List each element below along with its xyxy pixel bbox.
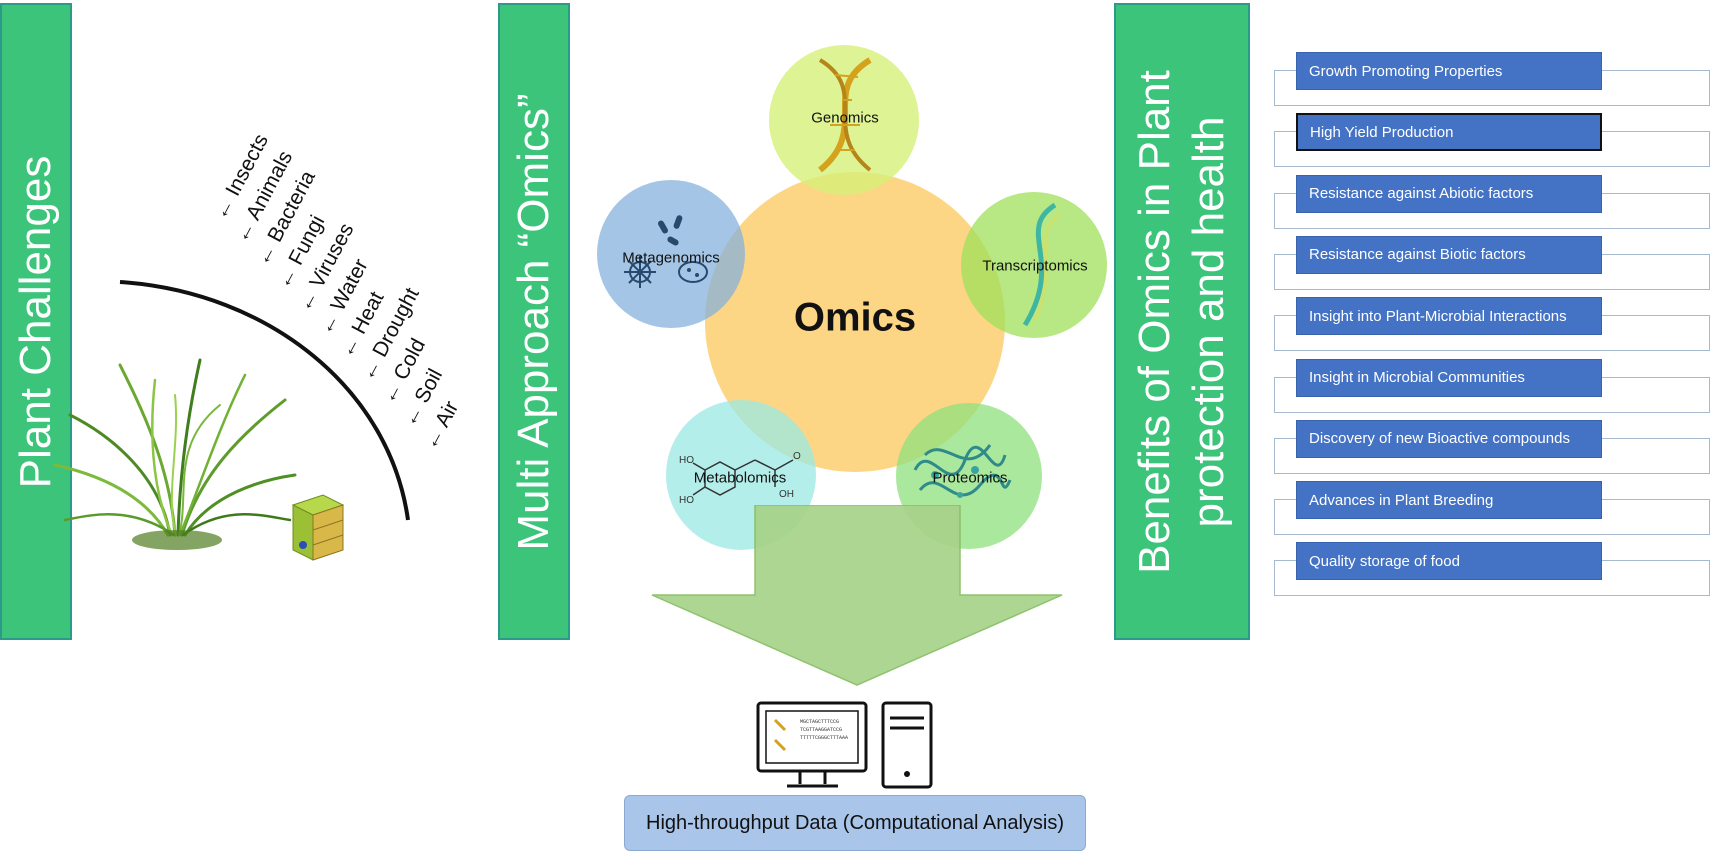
- plant-challenges-panel: Plant Challenges: [0, 3, 72, 640]
- svg-text:HO: HO: [679, 455, 694, 466]
- computer-screen-text: MGCTAGCTTTCCG TCGTTAAGGATCCG TTTTTCGGGCT…: [800, 718, 848, 742]
- omics-approach-title: Multi Approach “Omics”: [509, 92, 558, 551]
- chemical-structure-icon: HO HO O OH: [679, 451, 801, 506]
- benefit-label: Discovery of new Bioactive compounds: [1309, 430, 1570, 448]
- proteomics-label: Proteomics: [932, 469, 1008, 487]
- computer-monitor-icon: [756, 701, 868, 788]
- computer-tower-icon: [881, 701, 933, 789]
- omics-approach-panel: Multi Approach “Omics”: [498, 3, 570, 640]
- omics-center-label: Omics: [793, 295, 917, 340]
- protein-structure-icon: [913, 444, 1012, 498]
- high-throughput-data-label: High-throughput Data (Computational Anal…: [624, 795, 1086, 851]
- sequence-line: TTTTTCGGGCTTTAAA: [800, 735, 849, 741]
- benefit-label: Resistance against Biotic factors: [1309, 246, 1526, 264]
- benefit-label: Advances in Plant Breeding: [1309, 491, 1494, 509]
- benefit-box: Resistance against Abiotic factors: [1296, 174, 1602, 213]
- leaf-tissue-icon: [291, 494, 345, 561]
- rna-strand-icon: [1022, 202, 1061, 327]
- benefit-box: High Yield Production: [1296, 113, 1602, 152]
- dna-helix-icon: [818, 57, 872, 173]
- high-throughput-data-text: High-throughput Data (Computational Anal…: [646, 811, 1064, 834]
- sequence-line: TCGTTAAGGATCCG: [800, 727, 843, 733]
- benefit-box: Resistance against Biotic factors: [1296, 235, 1602, 274]
- microbes-icon: [624, 215, 708, 288]
- benefit-label: Resistance against Abiotic factors: [1309, 185, 1534, 203]
- grass-plant-image: [53, 358, 297, 550]
- down-arrow: [651, 505, 1063, 686]
- benefit-label: Insight into Plant-Microbial Interaction…: [1309, 307, 1567, 325]
- metagenomics-circle: [597, 180, 745, 328]
- benefits-title-line1: Benefits of Omics in Plant: [1130, 69, 1179, 574]
- sequence-line: MGCTAGCTTTCCG: [800, 719, 840, 725]
- benefit-label: Insight in Microbial Communities: [1309, 369, 1525, 386]
- benefits-title-line2: protection and health: [1184, 116, 1233, 527]
- transcriptomics-label: Transcriptomics: [982, 257, 1088, 275]
- metabolomics-label: Metabolomics: [693, 469, 787, 487]
- benefits-title: Benefits of Omics in Plant protection an…: [1128, 70, 1236, 574]
- benefit-box: Advances in Plant Breeding: [1296, 481, 1602, 520]
- benefit-box: Insight in Microbial Communities: [1296, 358, 1602, 397]
- metagenomics-label: Metagenomics: [622, 249, 720, 267]
- defense-arc: [119, 280, 410, 521]
- benefits-panel: Benefits of Omics in Plant protection an…: [1114, 3, 1250, 640]
- benefit-label: Growth Promoting Properties: [1309, 62, 1503, 80]
- svg-text:OH: OH: [779, 489, 794, 500]
- genomics-label: Genomics: [811, 109, 879, 127]
- svg-text:HO: HO: [679, 495, 694, 506]
- benefit-box: Quality storage of food: [1296, 542, 1602, 581]
- benefit-box: Discovery of new Bioactive compounds: [1296, 419, 1602, 458]
- benefit-label: High Yield Production: [1310, 123, 1454, 141]
- svg-text:O: O: [793, 451, 801, 462]
- benefit-label: Quality storage of food: [1309, 552, 1460, 570]
- benefit-box: Insight into Plant-Microbial Interaction…: [1296, 297, 1602, 336]
- benefit-box: Growth Promoting Properties: [1296, 52, 1602, 90]
